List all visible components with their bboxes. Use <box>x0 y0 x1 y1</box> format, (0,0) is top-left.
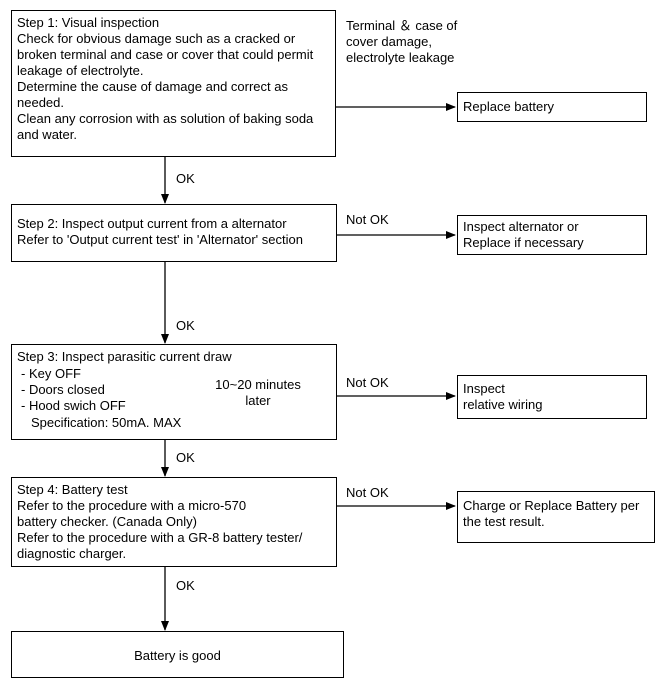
step1-line: Determine the cause of damage and correc… <box>17 79 288 94</box>
step1-box <box>11 10 336 157</box>
step2-title: Step 2: Inspect output current from a al… <box>17 216 287 231</box>
charge-action-text: Charge or Replace Battery per the test r… <box>463 498 639 530</box>
step1-condition: Terminal ＆ case of cover damage, electro… <box>346 18 457 66</box>
charge-action-box <box>457 491 655 543</box>
step2-text: Step 2: Inspect output current from a al… <box>17 216 303 248</box>
wait-line: 10~20 minutes <box>215 377 301 392</box>
alternator-action-text: Inspect alternator or Replace if necessa… <box>463 219 584 251</box>
step1-line: and water. <box>17 127 77 142</box>
wait-line: later <box>245 393 271 408</box>
step3-box <box>11 344 337 440</box>
step2-box <box>11 204 337 262</box>
step3-title: Step 3: Inspect parasitic current draw <box>17 349 232 364</box>
action-line: relative wiring <box>463 397 543 412</box>
step4-line: battery checker. (Canada Only) <box>17 514 197 529</box>
action-line: Charge or Replace Battery per <box>463 498 640 513</box>
replace-battery-label: Replace battery <box>463 99 555 114</box>
result-label: Battery is good <box>134 648 221 663</box>
step4-line: diagnostic charger. <box>17 546 127 561</box>
step2-not-ok-label: Not OK <box>346 212 389 227</box>
step2-ok-label: OK <box>176 318 195 333</box>
action-line: Inspect alternator or <box>463 219 579 234</box>
replace-battery-box <box>457 92 647 122</box>
alternator-action-box <box>457 215 647 255</box>
step3-wait-time: 10~20 minutes later <box>212 377 304 409</box>
step1-ok-label: OK <box>176 171 195 186</box>
step4-title: Step 4: Battery test <box>17 482 128 497</box>
step1-title: Step 1: Visual inspection <box>17 15 160 30</box>
step4-box <box>11 477 337 567</box>
action-line: the test result. <box>463 514 545 529</box>
step1-line: leakage of electrolyte. <box>17 63 144 78</box>
condition-item: - Hood swich OFF <box>21 398 126 413</box>
step2-line: Refer to 'Output current test' in 'Alter… <box>17 232 303 247</box>
condition-item: - Key OFF <box>21 366 81 381</box>
step3-not-ok-label: Not OK <box>346 375 389 390</box>
step4-line: Refer to the procedure with a GR-8 batte… <box>17 530 303 545</box>
step3-spec: Specification: 50mA. MAX <box>31 415 182 430</box>
step3-ok-label: OK <box>176 450 195 465</box>
condition-line: cover damage, <box>346 34 432 49</box>
step1-line: needed. <box>17 95 64 110</box>
wiring-action-box <box>457 375 647 419</box>
action-line: Replace if necessary <box>463 235 584 250</box>
wiring-action-text: Inspect relative wiring <box>463 381 542 413</box>
step1-line: broken terminal and case or cover that c… <box>17 47 314 62</box>
step4-text: Step 4: Battery test Refer to the proced… <box>17 482 302 562</box>
condition-line: electrolyte leakage <box>346 50 455 65</box>
step4-not-ok-label: Not OK <box>346 485 389 500</box>
step3-conditions: - Key OFF - Doors closed - Hood swich OF… <box>21 366 126 414</box>
step1-line: Check for obvious damage such as a crack… <box>17 31 296 46</box>
step1-text: Step 1: Visual inspection Check for obvi… <box>17 15 313 143</box>
step1-line: Clean any corrosion with as solution of … <box>17 111 314 126</box>
step4-ok-label: OK <box>176 578 195 593</box>
result-box <box>11 631 344 678</box>
condition-line: Terminal ＆ case of <box>346 18 458 33</box>
action-line: Inspect <box>463 381 505 396</box>
step4-line: Refer to the procedure with a micro-570 <box>17 498 247 513</box>
condition-item: - Doors closed <box>21 382 105 397</box>
